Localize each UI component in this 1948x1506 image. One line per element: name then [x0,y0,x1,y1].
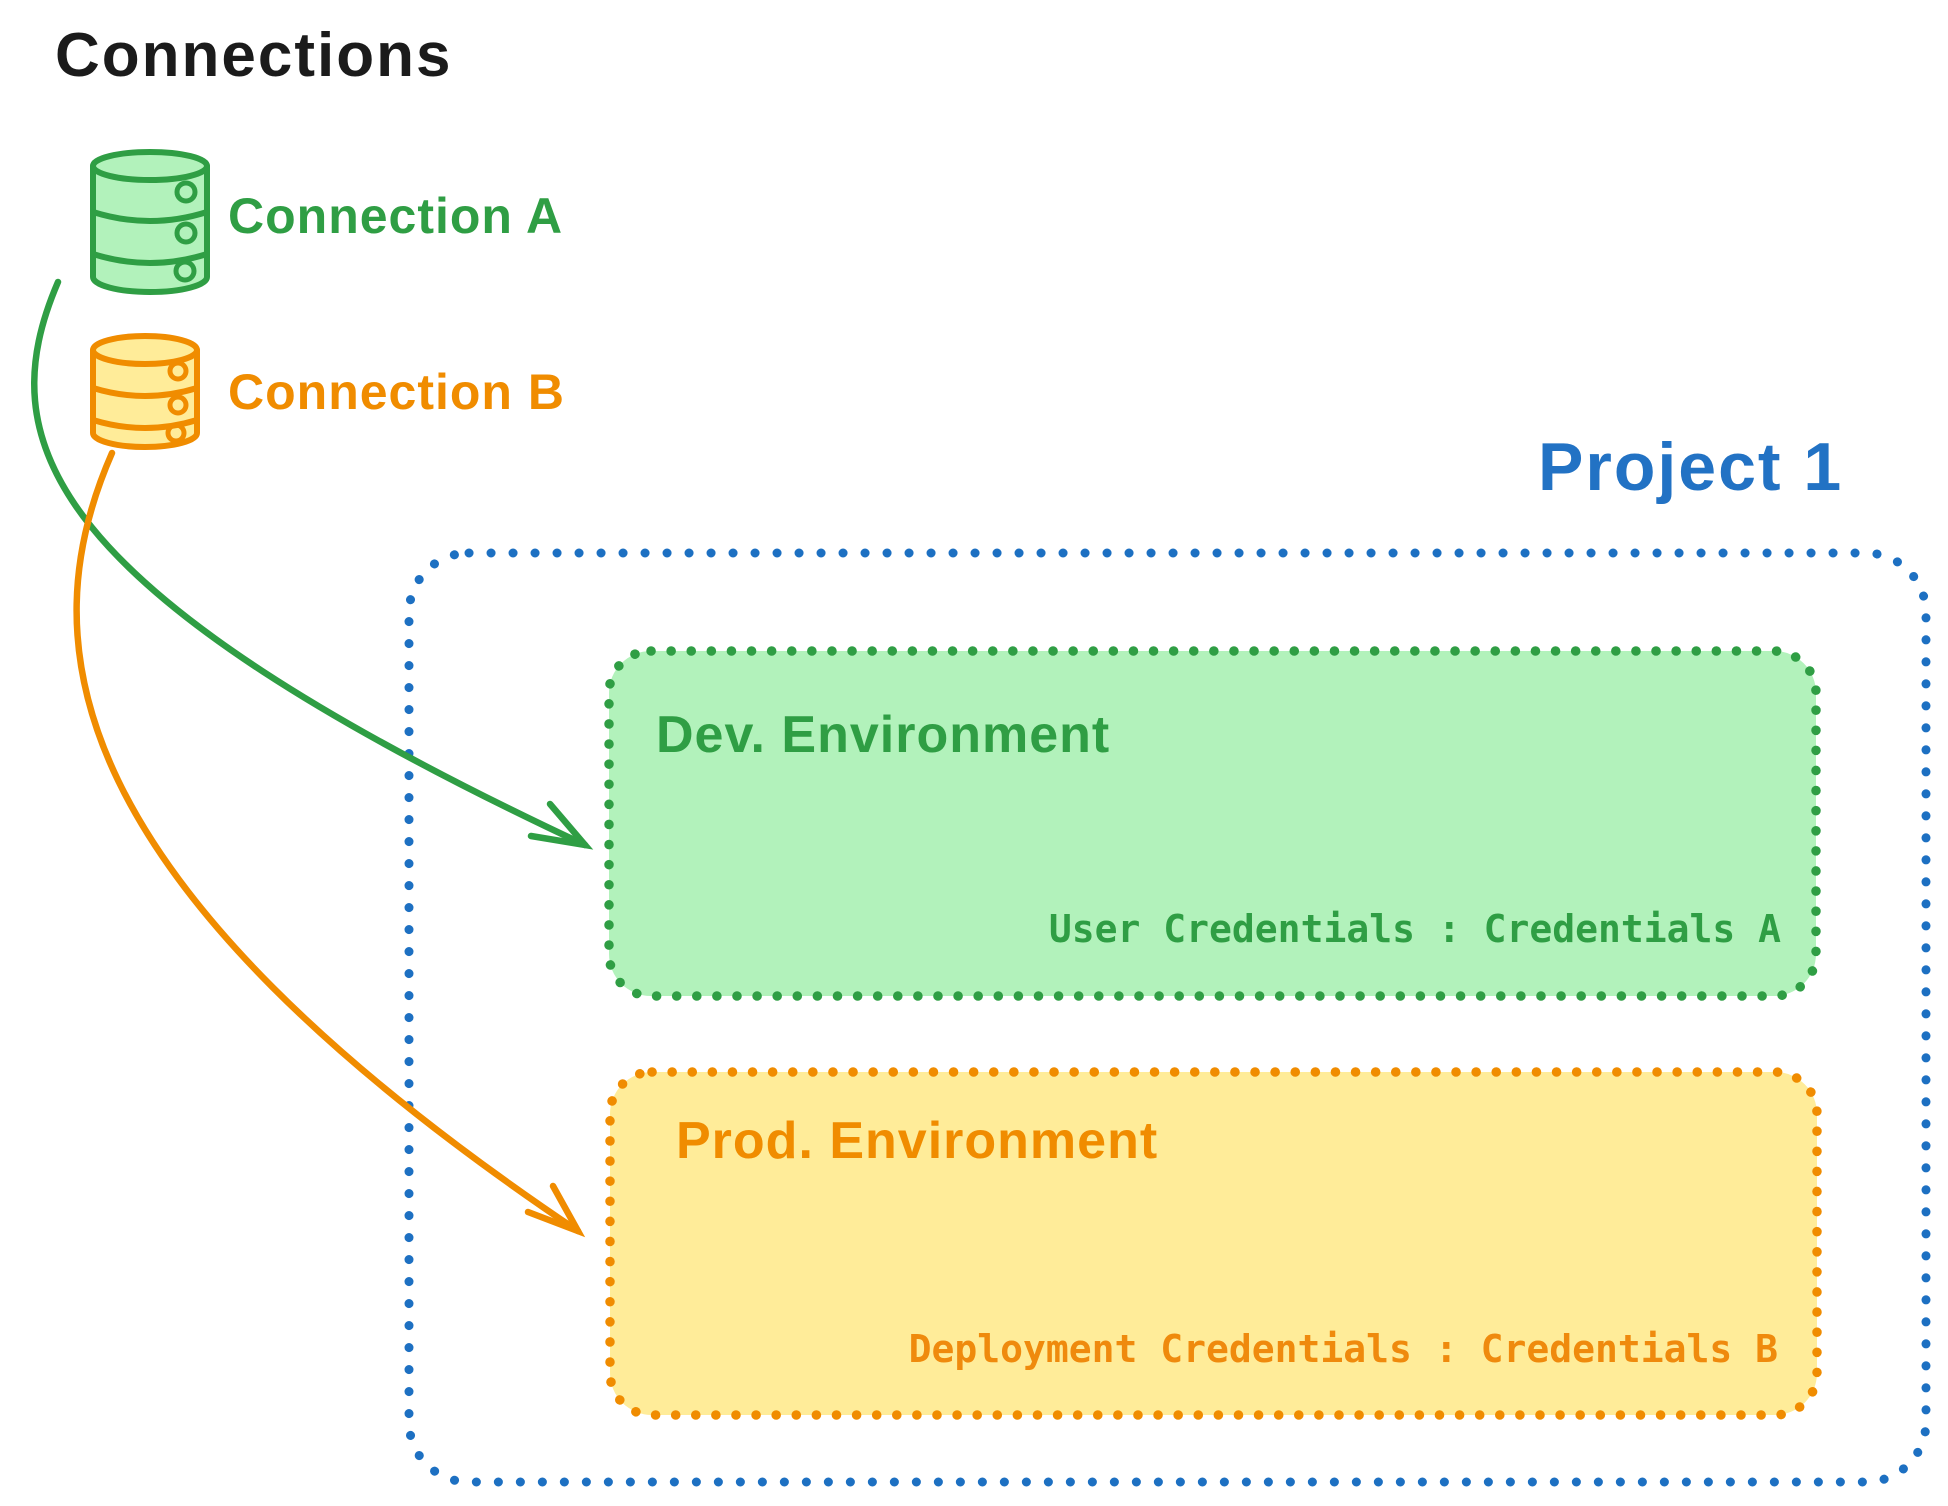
connection-a-arrow [31,278,594,850]
dev-environment-title: Dev. Environment [656,706,1111,764]
dev-environment-box [604,646,1821,1001]
project-1-label: Project 1 [1538,429,1844,505]
connection-b-label: Connection B [228,364,565,420]
prod-environment-credentials: Deployment Credentials : Credentials B [908,1327,1778,1371]
arrowhead [527,800,594,850]
connection-a-label: Connection A [228,188,564,244]
connection-b-arrow [73,449,586,1238]
prod-environment-title: Prod. Environment [676,1112,1159,1170]
arrowhead [524,1182,586,1238]
project-1-box [404,548,1931,1487]
dev-environment-credentials: User Credentials : Credentials A [1048,907,1781,951]
prod-environment-box [605,1067,1822,1420]
connection-b-database-icon [90,333,200,450]
connection-a-database-icon [90,149,210,295]
page-title: Connections [55,21,453,90]
